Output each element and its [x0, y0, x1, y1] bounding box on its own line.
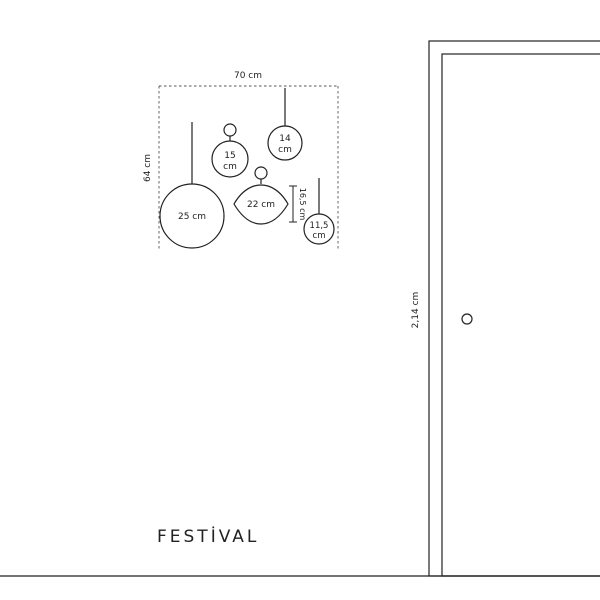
- brand-logo: FESTİVAL: [157, 526, 259, 547]
- ornament-14cm: 14 cm: [267, 88, 303, 161]
- ornament-14cm-label-1: 14: [279, 134, 291, 144]
- ornament-25cm-label: 25 cm: [178, 212, 206, 222]
- door: [428, 40, 600, 577]
- width-label: 70 cm: [234, 71, 262, 81]
- door-height-label: 2,14 cm: [411, 292, 421, 329]
- ornament-15cm: 15 cm: [211, 123, 249, 178]
- ornament-11-5cm-label-2: cm: [313, 231, 326, 241]
- ornament-11-5cm: 11,5 cm: [303, 178, 335, 245]
- lip-height-label: 16,5 cm: [298, 188, 307, 221]
- ornament-22cm-label: 22 cm: [247, 200, 275, 210]
- ornament-14cm-label-2: cm: [278, 145, 292, 155]
- ornament-15cm-label-1: 15: [224, 151, 235, 161]
- dimension-box: [158, 85, 339, 250]
- lip-height-marker: 16,5 cm: [289, 185, 307, 223]
- ornament-22cm: 22 cm: [233, 166, 289, 225]
- ornament-25cm: 25 cm: [159, 122, 225, 249]
- ornament-15cm-label-2: cm: [223, 162, 237, 172]
- door-knob-icon: [461, 313, 473, 325]
- height-label: 64 cm: [143, 154, 153, 182]
- ornament-11-5cm-label-1: 11,5: [310, 221, 329, 231]
